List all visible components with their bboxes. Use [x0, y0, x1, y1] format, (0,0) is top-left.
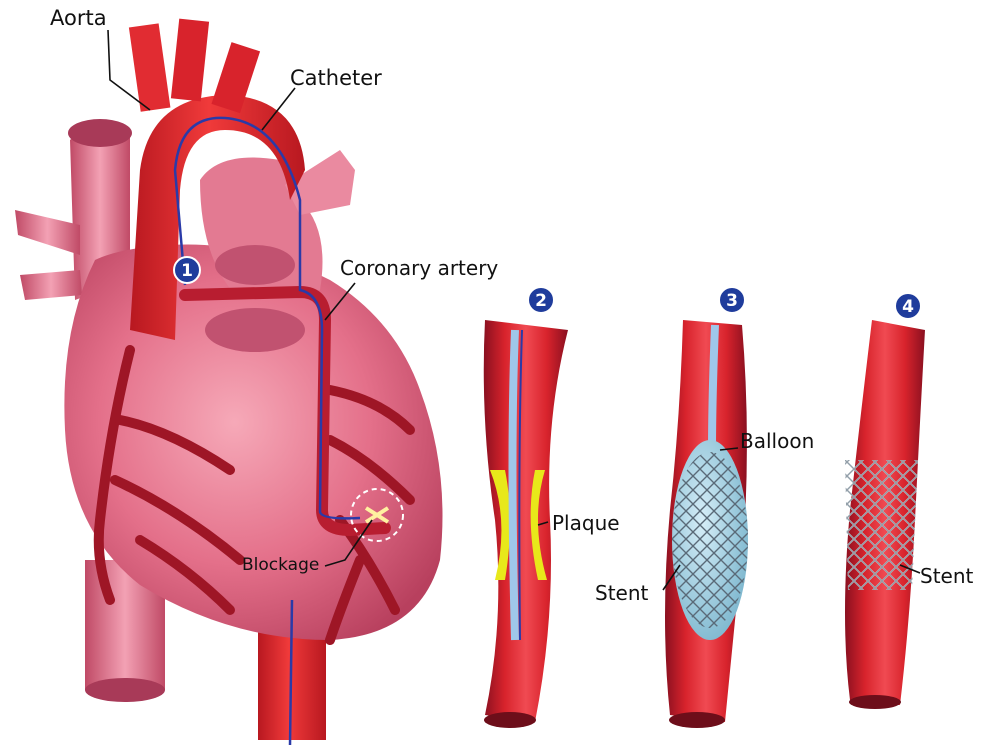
catheter-wire: [513, 330, 516, 640]
aorta-branch-2: [171, 19, 209, 102]
stent-on-balloon: [672, 452, 748, 628]
pulmonary-vein-left-lower: [20, 270, 82, 300]
label-catheter: Catheter: [290, 66, 382, 90]
label-plaque: Plaque: [552, 511, 620, 535]
superior-vena-cava-opening: [68, 119, 132, 147]
label-stent-step4: Stent: [920, 564, 974, 588]
label-blockage: Blockage: [242, 555, 319, 575]
catheter-wire: [712, 325, 715, 450]
step-badge-4: 4: [895, 293, 921, 319]
label-balloon: Balloon: [740, 429, 814, 453]
heart-illustration: [15, 19, 443, 745]
step-badge-1: 1: [174, 257, 200, 283]
vessel-step-3: [665, 320, 748, 728]
step-badge-2: 2: [528, 287, 554, 313]
label-aorta: Aorta: [50, 6, 107, 30]
svg-text:1: 1: [181, 261, 193, 281]
aortic-valve-opening: [205, 308, 305, 352]
inferior-vein-opening: [85, 678, 165, 702]
step-badge-3: 3: [719, 287, 745, 313]
pulmonary-vein-left-upper: [15, 210, 80, 255]
svg-text:4: 4: [902, 297, 914, 317]
svg-text:2: 2: [535, 291, 547, 311]
label-coronary-artery: Coronary artery: [340, 256, 498, 280]
label-stent-step3: Stent: [595, 581, 649, 605]
svg-text:3: 3: [726, 291, 738, 311]
vessel-step-4: [845, 320, 925, 709]
pulmonary-valve-opening: [215, 245, 295, 285]
